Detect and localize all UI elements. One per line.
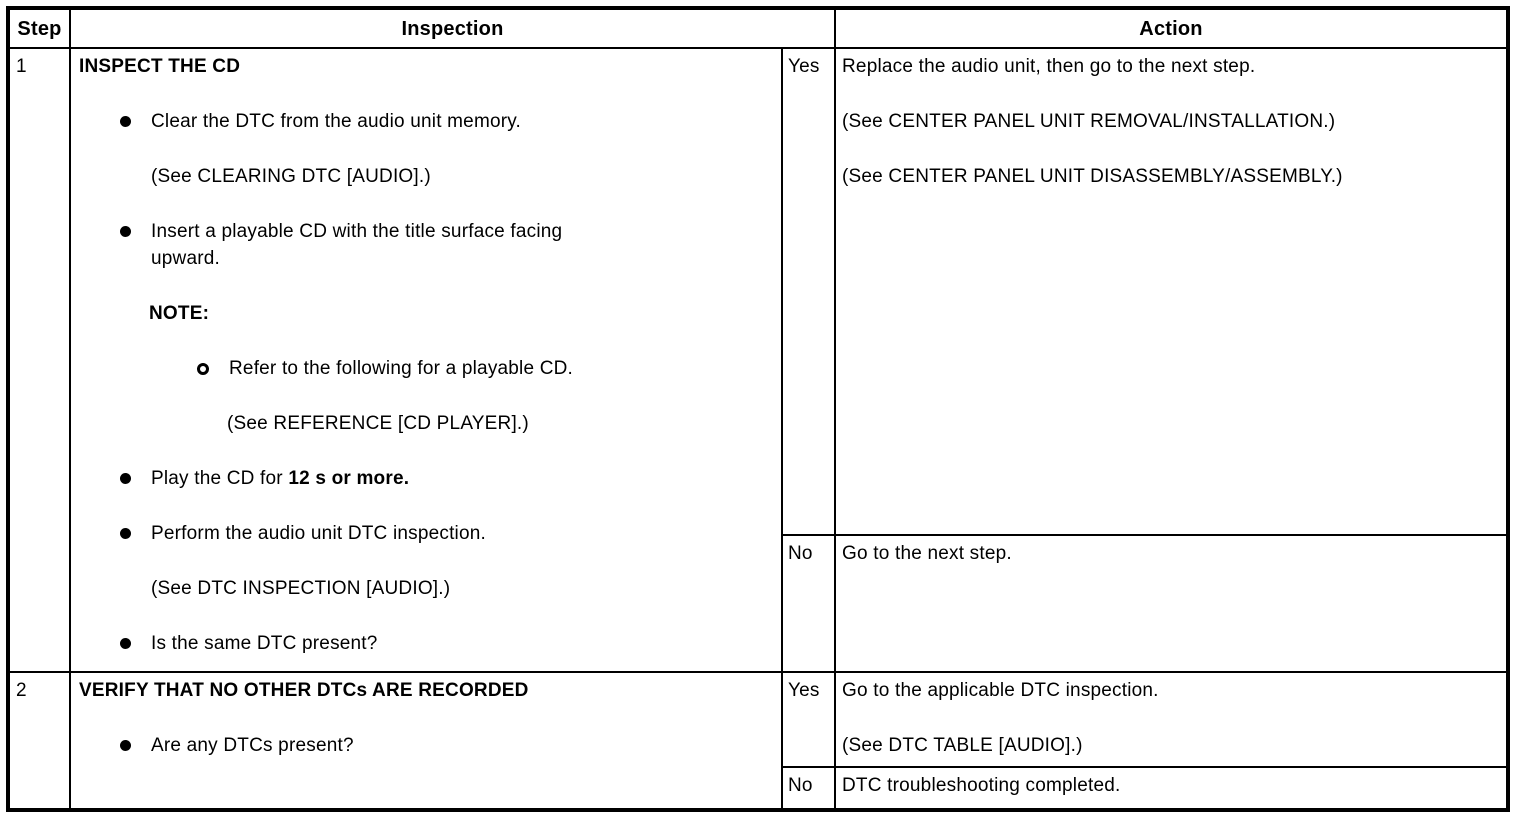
yes-label-cell: Yes [780, 671, 837, 768]
inspection-title: INSPECT THE CD [79, 56, 241, 77]
list-item-text: upward. [151, 248, 220, 269]
table-header-row: Step Inspection Action [7, 7, 1510, 49]
list-item: Clear the DTC from the audio unit memory… [72, 108, 780, 135]
reference-note: (See CLEARING DTC [AUDIO].) [151, 166, 431, 187]
hollow-bullet-icon [197, 363, 209, 375]
bullet-icon [120, 528, 131, 539]
bullet-icon [120, 473, 131, 484]
reference-note: (See REFERENCE [CD PLAYER].) [227, 413, 529, 434]
list-item-text: Clear the DTC from the audio unit memory… [151, 111, 522, 132]
reference-note: (See DTC TABLE [AUDIO].) [842, 735, 1083, 756]
header-action: Action [834, 7, 1510, 49]
list-item: Are any DTCs present? [72, 732, 780, 759]
list-item: Is the same DTC present? [72, 630, 780, 657]
header-inspection: Inspection [68, 7, 837, 49]
action-no-cell: Go to the next step. [834, 534, 1510, 673]
inspection-cell: INSPECT THE CD Clear the DTC from the au… [69, 47, 783, 673]
list-item: Play the CD for 12 s or more. [72, 465, 780, 492]
list-item-text: Is the same DTC present? [151, 633, 378, 654]
table-row: No Go to the next step. [8, 534, 1510, 673]
action-text: Go to the applicable DTC inspection. [842, 680, 1159, 701]
step-number: 2 [7, 671, 71, 811]
step-number: 1 [7, 47, 71, 673]
bullet-icon [120, 740, 131, 751]
inspection-title: VERIFY THAT NO OTHER DTCs ARE RECORDED [79, 680, 529, 701]
note-label: NOTE: [149, 303, 210, 324]
action-text: Go to the next step. [842, 543, 1012, 564]
reference-note: (See DTC INSPECTION [AUDIO].) [151, 578, 451, 599]
action-text: DTC troubleshooting completed. [842, 775, 1121, 796]
action-no-cell: DTC troubleshooting completed. [834, 766, 1510, 811]
list-item-text: Insert a playable CD with the title surf… [151, 221, 563, 242]
yes-label-cell: Yes [780, 47, 837, 536]
bullet-icon [120, 638, 131, 649]
table-row: 1 INSPECT THE CD Clear the DTC from the … [7, 47, 1510, 673]
reference-note: (See CENTER PANEL UNIT DISASSEMBLY/ASSEM… [842, 166, 1343, 187]
bullet-icon [120, 116, 131, 127]
sub-list-item: Refer to the following for a playable CD… [72, 355, 780, 382]
troubleshooting-table: Step Inspection Action 1 INSPECT THE CD … [6, 6, 1511, 812]
inspection-cell: VERIFY THAT NO OTHER DTCs ARE RECORDED A… [69, 671, 783, 811]
sub-list-item-text: Refer to the following for a playable CD… [229, 358, 574, 379]
action-yes-cell: Replace the audio unit, then go to the n… [834, 47, 1510, 536]
no-label-cell: No [780, 766, 837, 811]
bullet-icon [120, 226, 131, 237]
list-item-text: Are any DTCs present? [151, 735, 354, 756]
reference-note: (See CENTER PANEL UNIT REMOVAL/INSTALLAT… [842, 111, 1336, 132]
list-item: Perform the audio unit DTC inspection. [72, 520, 780, 547]
table-row: No DTC troubleshooting completed. [8, 766, 1510, 811]
action-text: Replace the audio unit, then go to the n… [842, 56, 1256, 77]
action-yes-cell: Go to the applicable DTC inspection. (Se… [834, 671, 1510, 768]
header-step: Step [7, 7, 71, 49]
table-row: 2 VERIFY THAT NO OTHER DTCs ARE RECORDED… [7, 671, 1510, 811]
no-label-cell: No [780, 534, 837, 673]
list-item-text: Play the CD for [151, 468, 289, 489]
list-item-text-bold: 12 s or more. [288, 468, 410, 489]
list-item-text: Perform the audio unit DTC inspection. [151, 523, 486, 544]
list-item: Insert a playable CD with the title surf… [72, 218, 780, 272]
